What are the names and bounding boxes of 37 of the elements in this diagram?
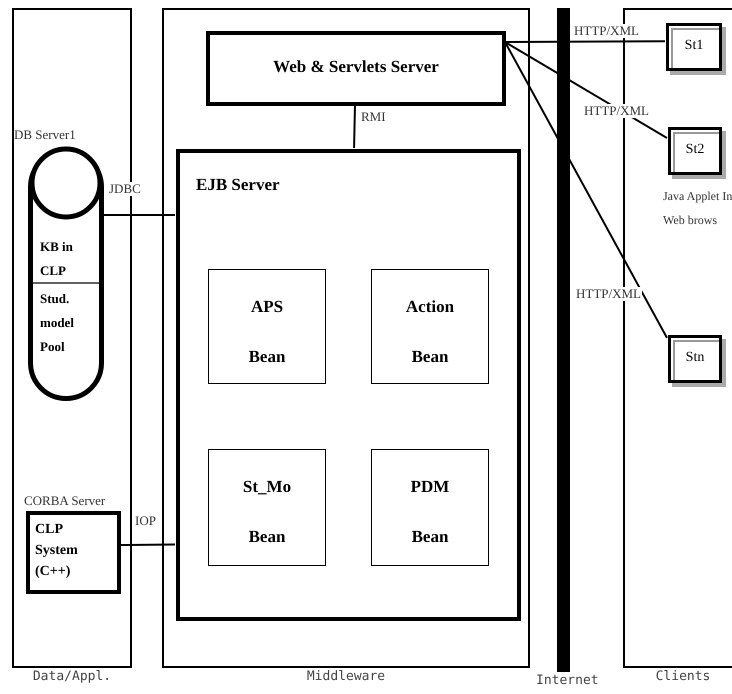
tier-label: Clients — [654, 669, 712, 684]
edge-label: HTTP/XML — [583, 104, 650, 118]
bean-box — [371, 269, 489, 384]
bean-box — [208, 269, 326, 384]
bean-name: PDM Bean — [410, 476, 450, 548]
station-label: St2 — [684, 142, 706, 158]
server-title: DB Server1 — [14, 127, 76, 143]
edge-label: RMI — [360, 110, 387, 124]
station-label: St1 — [684, 38, 704, 54]
server-body: CLP System (C++) — [35, 521, 79, 581]
bean-name: Action Bean — [404, 296, 456, 368]
server-title: EJB Server — [196, 175, 280, 195]
database-section: KB in CLP — [40, 235, 90, 283]
connector-line — [353, 104, 356, 148]
edge-label: HTTP/XML — [575, 287, 642, 301]
connector-line — [120, 543, 176, 546]
station-label: Stn — [684, 350, 706, 366]
bean-name: St_Mo Bean — [242, 476, 292, 548]
server-box — [206, 31, 506, 106]
server-title: CORBA Server — [24, 493, 106, 509]
tier-label: Data/Appl. — [32, 669, 112, 684]
bean-box — [371, 449, 489, 566]
connector-line — [504, 41, 668, 139]
edge-label: IOP — [134, 514, 157, 528]
server-box — [176, 149, 521, 621]
server-title: Web & Servlets Server — [272, 57, 440, 77]
bean-box — [208, 449, 326, 566]
tier-label: Middleware — [306, 669, 386, 684]
connector-line — [103, 214, 175, 216]
edge-label: HTTP/XML — [573, 24, 640, 38]
database-section: Stud. model Pool — [40, 287, 90, 359]
station-caption: Java Applet In Web brows — [663, 188, 732, 229]
connector-line — [504, 42, 668, 338]
network-label: Internet — [536, 673, 599, 688]
connector-line — [505, 40, 665, 43]
bean-name: APS Bean — [248, 296, 286, 368]
edge-label: JDBC — [108, 182, 142, 196]
